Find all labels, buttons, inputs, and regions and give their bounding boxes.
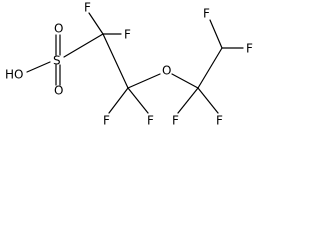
bond-s-c1 (63, 33, 104, 58)
bond-c3-c4 (197, 47, 223, 89)
sulfonyl-oxygen-top-label: O (54, 22, 63, 36)
c3-fluorine-right-label: F (216, 114, 223, 128)
c1-fluorine-top-left-label: F (84, 1, 91, 15)
c4-fluorine-top-label: F (203, 7, 210, 21)
bond-o-ether-c3 (171, 73, 199, 89)
c4-fluorine-right-label: F (246, 42, 253, 56)
bond-c4-f-top (209, 19, 223, 49)
c1-fluorine-top-right-label: F (124, 28, 131, 42)
bond-o-s (26, 61, 51, 73)
bond-c3-f-right (197, 87, 219, 114)
bond-c1-c2 (102, 33, 129, 89)
sulfonyl-oxygen-bottom-label: O (54, 84, 63, 98)
bond-c1-f-topleft (88, 12, 104, 35)
bond-c2-o-ether (127, 73, 161, 89)
structure-diagram: HO S O O F F F F O F F F F (5, 1, 253, 128)
c3-fluorine-left-label: F (172, 114, 179, 128)
bond-c2-f-bottomright (127, 87, 149, 114)
bond-lines (26, 12, 244, 114)
c2-fluorine-bottom-left-label: F (103, 114, 110, 128)
ether-oxygen-label: O (162, 64, 171, 78)
sulfur-label: S (53, 54, 61, 68)
atom-labels: HO S O O F F F F O F F F F (5, 1, 253, 128)
c2-fluorine-bottom-right-label: F (147, 114, 154, 128)
bond-c3-f-left (177, 87, 199, 114)
bond-c2-f-bottomleft (108, 87, 129, 114)
hydroxyl-label: HO (5, 68, 23, 82)
